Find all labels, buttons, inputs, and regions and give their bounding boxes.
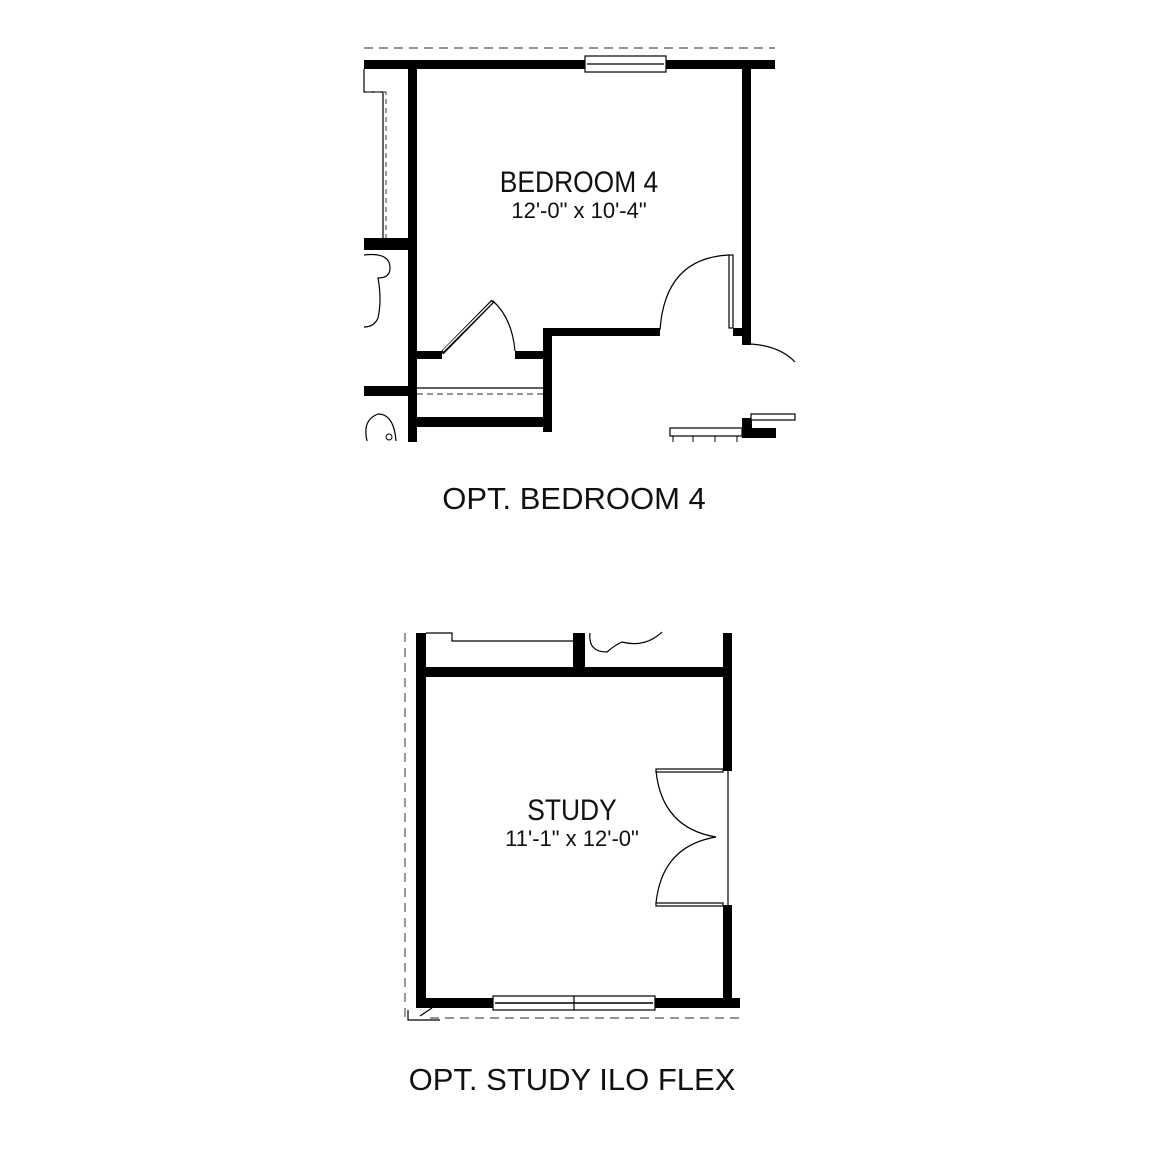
- study-walls: [404, 633, 742, 1020]
- bedroom4-caption: OPT. BEDROOM 4: [442, 481, 706, 516]
- study-room-label: STUDY 11'-1" x 12'-0": [505, 794, 639, 852]
- room-dimensions: 12'-0" x 10'-4": [511, 198, 647, 223]
- room-name: BEDROOM 4: [499, 166, 659, 199]
- study-fixtures: [407, 631, 729, 1021]
- bedroom4-room-label: BEDROOM 4 12'-0" x 10'-4": [489, 166, 669, 224]
- room-dimensions: 11'-1" x 12'-0": [505, 826, 639, 851]
- room-name: STUDY: [527, 794, 617, 827]
- bedroom4-fixtures: [363, 69, 796, 442]
- bedroom4-walls: [364, 47, 776, 442]
- study-caption: OPT. STUDY ILO FLEX: [408, 1062, 736, 1097]
